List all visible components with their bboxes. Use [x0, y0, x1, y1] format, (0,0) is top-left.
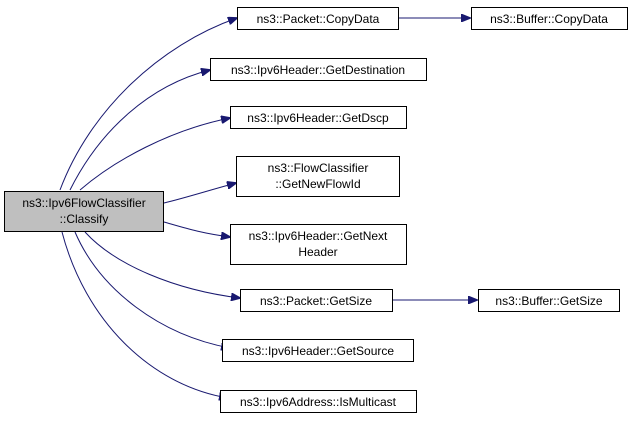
node-label-line: ::GetNewFlowId: [275, 177, 360, 191]
node-buffer-copydata[interactable]: ns3::Buffer::CopyData: [471, 7, 628, 30]
node-label: ns3::Ipv6Header::GetDestination: [231, 63, 405, 77]
node-label-line: ns3::Ipv6Header::GetNext: [249, 229, 388, 243]
node-label-line: Header: [298, 245, 337, 259]
node-label: ns3::Packet::CopyData: [257, 12, 380, 26]
node-classify[interactable]: ns3::Ipv6FlowClassifier ::Classify: [4, 191, 164, 232]
edge-classify-to-flowclassifier-getnewflowid: [163, 183, 236, 204]
node-label: ns3::Buffer::CopyData: [490, 12, 608, 26]
node-label-line: ns3::Ipv6FlowClassifier: [22, 196, 145, 210]
edge-classify-to-ipv6address-ismulticast: [61, 231, 228, 398]
node-flowclassifier-getnewflowid[interactable]: ns3::FlowClassifier ::GetNewFlowId: [236, 156, 400, 197]
node-packet-getsize[interactable]: ns3::Packet::GetSize: [240, 289, 393, 312]
node-label: ns3::Ipv6Header::GetDscp: [247, 111, 389, 125]
node-ipv6header-getsource[interactable]: ns3::Ipv6Header::GetSource: [222, 339, 414, 362]
node-label-line: ns3::FlowClassifier: [268, 161, 369, 175]
edge-classify-to-ipv6header-getdscp: [79, 118, 230, 191]
edge-classify-to-packet-copydata: [59, 18, 237, 191]
edge-classify-to-ipv6header-getsource: [74, 231, 230, 348]
node-ipv6header-getdscp[interactable]: ns3::Ipv6Header::GetDscp: [230, 106, 407, 129]
node-ipv6header-getdestination[interactable]: ns3::Ipv6Header::GetDestination: [210, 58, 427, 81]
node-label: ns3::Buffer::GetSize: [495, 294, 602, 308]
edge-classify-to-ipv6header-getnextheader: [163, 221, 230, 237]
node-packet-copydata[interactable]: ns3::Packet::CopyData: [237, 7, 399, 30]
node-label: ns3::Packet::GetSize: [260, 294, 372, 308]
edge-classify-to-packet-getsize: [84, 231, 240, 298]
node-buffer-getsize[interactable]: ns3::Buffer::GetSize: [478, 289, 620, 312]
edge-classify-to-ipv6header-getdestination: [69, 70, 210, 191]
node-label-line: ::Classify: [60, 212, 109, 226]
node-label: ns3::Ipv6Address::IsMulticast: [240, 395, 397, 409]
node-ipv6address-ismulticast[interactable]: ns3::Ipv6Address::IsMulticast: [220, 390, 417, 413]
node-label: ns3::Ipv6Header::GetSource: [242, 344, 394, 358]
node-ipv6header-getnextheader[interactable]: ns3::Ipv6Header::GetNext Header: [230, 224, 407, 265]
